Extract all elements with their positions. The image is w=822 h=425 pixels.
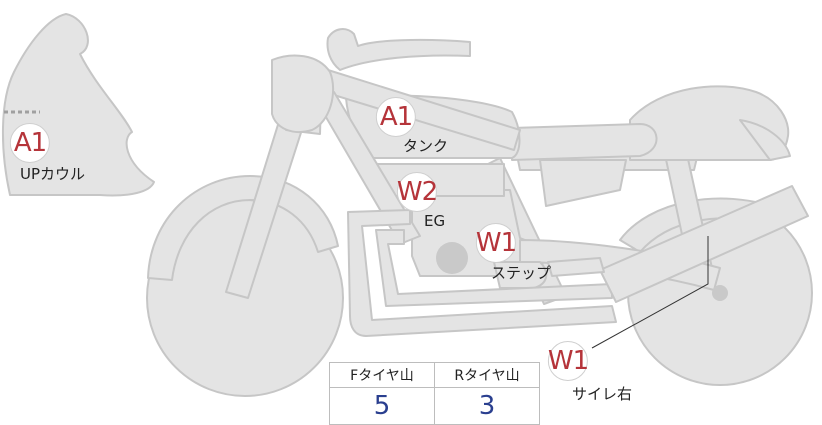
front-tire-header: Fタイヤ山 — [329, 362, 435, 388]
marker-engine: W2 — [396, 172, 438, 212]
marker-code: A1 — [379, 102, 413, 132]
exhaust-pipe-lower — [347, 209, 617, 337]
marker-upper-cowl: A1 — [9, 123, 50, 163]
rear-tire-value: 3 — [434, 387, 540, 425]
handlebar — [326, 28, 471, 71]
marker-muffler-right: W1 — [547, 341, 589, 381]
label-tank: タンク — [403, 137, 449, 155]
marker-step: W1 — [475, 223, 517, 263]
muffler — [599, 185, 809, 303]
marker-code: A1 — [13, 128, 47, 158]
marker-tank: A1 — [375, 97, 416, 137]
headlight — [271, 54, 335, 133]
rear-hub — [712, 285, 728, 301]
label-engine: EG — [424, 212, 446, 230]
side-cover — [539, 159, 627, 207]
marker-code: W2 — [396, 177, 438, 207]
engine-crank-cover — [436, 242, 468, 274]
footpeg — [547, 257, 605, 277]
marker-code: W1 — [475, 228, 517, 258]
exhaust-pipe-upper — [375, 229, 613, 307]
label-muffler-right: サイレ右 — [572, 385, 633, 403]
front-tire-value: 5 — [329, 387, 435, 425]
label-upper-cowl: UPカウル — [20, 165, 86, 183]
rear-tire-header: Rタイヤ山 — [434, 362, 540, 388]
front-fender — [147, 175, 339, 281]
seat — [511, 123, 658, 161]
rear-tail-fin — [739, 119, 791, 161]
label-step: ステップ — [491, 264, 552, 282]
marker-code: W1 — [547, 346, 589, 376]
tire-tread-table: Fタイヤ山 Rタイヤ山 5 3 — [329, 362, 540, 425]
